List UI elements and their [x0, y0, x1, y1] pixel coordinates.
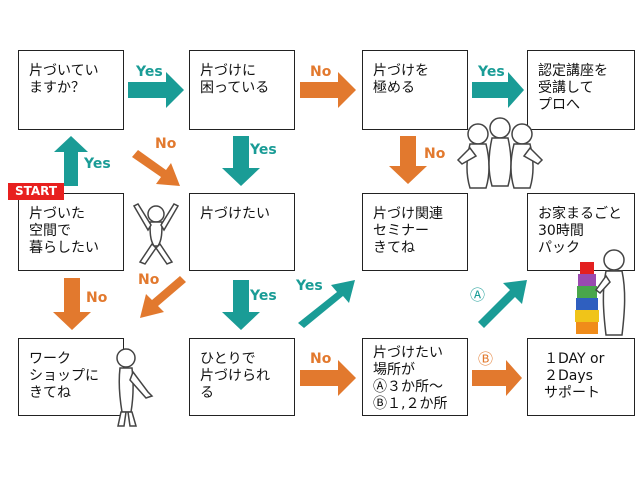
arrow-yes-up [54, 136, 88, 186]
arrow-yes-diag [298, 280, 355, 328]
label-yes-diag: Yes [296, 278, 323, 294]
label-yes-down-2: Yes [250, 288, 277, 304]
label-no-right-2: No [310, 351, 332, 367]
box-support: １DAY or ２Days サポート [527, 338, 635, 416]
label-b: Ⓑ [478, 350, 494, 368]
team-figures [456, 117, 544, 189]
arrow-yes-right-2 [472, 72, 524, 108]
label-yes-down-1: Yes [250, 142, 277, 158]
start-badge: START [8, 183, 64, 200]
label-no-down-2: No [86, 290, 108, 306]
arrow-yes-down-1 [222, 136, 260, 186]
presenter-figure [116, 348, 154, 427]
arrow-no-down [389, 136, 427, 184]
box-alone: ひとりで 片づけられ る [189, 338, 295, 416]
arrow-no-diag-1 [132, 150, 180, 186]
label-no-diag-1: No [155, 136, 177, 152]
box-workshop: ワーク ショップに きてね [18, 338, 124, 416]
label-no-down: No [424, 146, 446, 162]
box-seminar: 片づけ関連 セミナー きてね [362, 193, 468, 271]
label-yes-1: Yes [136, 64, 163, 80]
label-no-diag-2: No [138, 272, 160, 288]
box-master: 片づけを 極める [362, 50, 468, 130]
label-yes-up: Yes [84, 156, 111, 172]
label-yes-2: Yes [478, 64, 505, 80]
stacked-blocks [575, 262, 599, 334]
box-troubled: 片づけに 困っている [189, 50, 295, 130]
arrow-yes-down-2 [222, 280, 260, 330]
arrow-b-right [472, 360, 522, 396]
box-want-tidy-space: 片づいた 空間で 暮らしたい [18, 193, 124, 271]
block-carrier-figure [594, 249, 626, 336]
arrow-no-right-2 [300, 360, 356, 396]
label-no-1: No [310, 64, 332, 80]
box-want-to-tidy: 片づけたい [189, 193, 295, 271]
box-tidy-question: 片づいてい ますか？ [18, 50, 124, 130]
arrow-a-diag [478, 280, 527, 328]
arrow-no-diag-2 [140, 276, 186, 318]
arrow-no-down-2 [53, 278, 91, 330]
arrow-no-right-1 [300, 72, 356, 108]
arrow-yes-right-1 [128, 72, 184, 108]
cheering-figure [132, 203, 180, 265]
label-a: Ⓐ [470, 286, 486, 304]
box-places: 片づけたい 場所が Ⓐ３か所～ Ⓑ１,２か所 [362, 338, 468, 416]
box-certified-course: 認定講座を 受講して プロへ [527, 50, 635, 130]
